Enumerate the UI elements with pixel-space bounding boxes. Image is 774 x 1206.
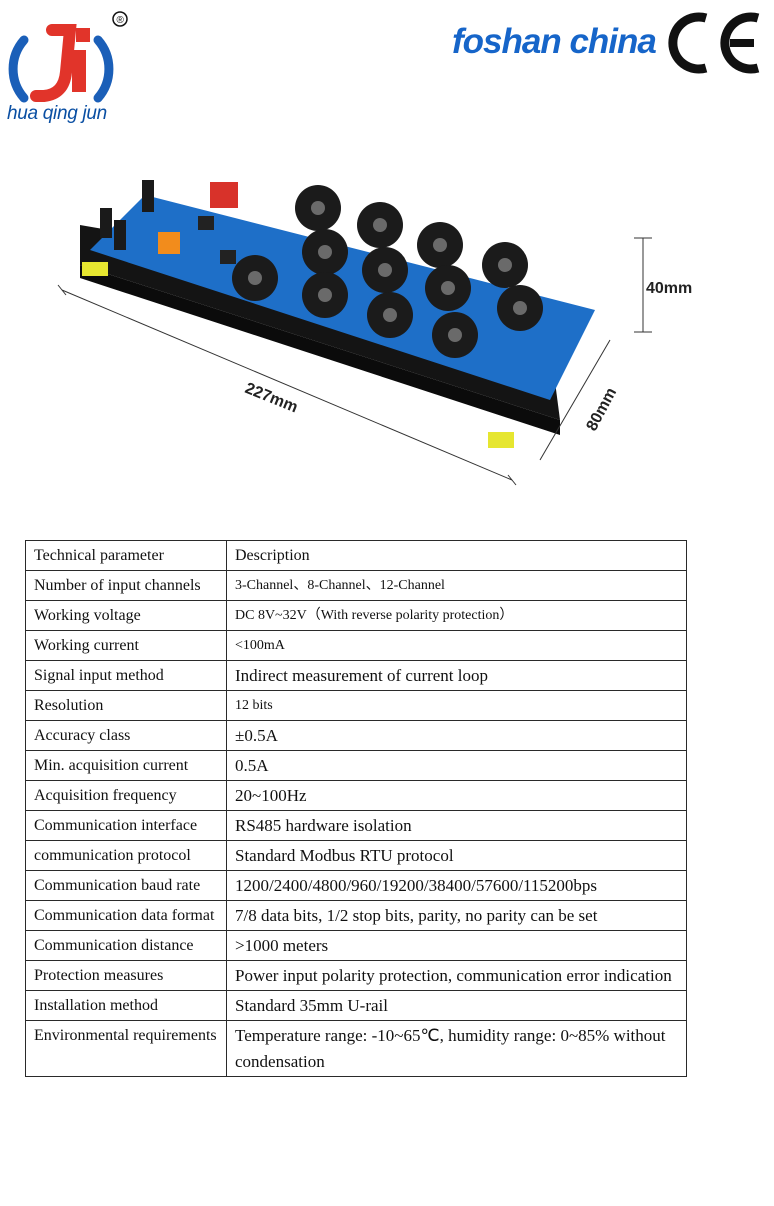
param-cell: Communication distance xyxy=(25,930,227,961)
terminal-block xyxy=(158,232,180,254)
param-cell: Accuracy class xyxy=(25,720,227,751)
registered-mark: ® xyxy=(117,15,125,26)
desc-cell: 20~100Hz xyxy=(226,780,687,811)
header-description: Description xyxy=(226,540,687,571)
param-cell: Communication interface xyxy=(25,810,227,841)
desc-cell: RS485 hardware isolation xyxy=(226,810,687,841)
table-row: Accuracy class±0.5A xyxy=(25,720,687,751)
desc-cell: Standard 35mm U-rail xyxy=(226,990,687,1021)
param-cell: Working voltage xyxy=(25,600,227,631)
param-cell: Signal input method xyxy=(25,660,227,691)
desc-cell: ±0.5A xyxy=(226,720,687,751)
param-cell: Working current xyxy=(25,630,227,661)
param-cell: Communication baud rate xyxy=(25,870,227,901)
product-illustration: 227mm 80mm 40mm xyxy=(57,180,692,486)
dimension-height: 40mm xyxy=(646,280,692,297)
ce-certification-mark: CE xyxy=(666,10,760,74)
desc-cell: Power input polarity protection, communi… xyxy=(226,960,687,991)
param-cell: Number of input channels xyxy=(25,570,227,601)
desc-cell: 12 bits xyxy=(226,690,687,721)
capacitor xyxy=(142,180,154,212)
mounting-foot xyxy=(488,432,514,448)
table-header-row: Technical parameter Description xyxy=(25,540,687,571)
dimension-length: 227mm xyxy=(243,380,301,416)
mounting-foot xyxy=(82,262,108,276)
param-cell: Environmental requirements xyxy=(25,1020,227,1077)
param-cell: Installation method xyxy=(25,990,227,1021)
ic-chip xyxy=(198,216,214,230)
desc-cell: >1000 meters xyxy=(226,930,687,961)
spec-table: Technical parameter Description Number o… xyxy=(25,540,687,1077)
dip-switch xyxy=(210,182,238,208)
desc-cell: Indirect measurement of current loop xyxy=(226,660,687,691)
table-row: Communication distance>1000 meters xyxy=(25,930,687,961)
param-cell: communication protocol xyxy=(25,840,227,871)
ce-mark-text: CE xyxy=(666,10,668,11)
desc-cell: 3-Channel、8-Channel、12-Channel xyxy=(226,570,687,601)
desc-cell: Temperature range: -10~65℃, humidity ran… xyxy=(226,1020,687,1077)
desc-cell: <100mA xyxy=(226,630,687,661)
desc-cell: 0.5A xyxy=(226,750,687,781)
header-parameter: Technical parameter xyxy=(25,540,227,571)
brand-tagline: hua qing jun xyxy=(7,103,107,124)
param-cell: Communication data format xyxy=(25,900,227,931)
param-cell: Min. acquisition current xyxy=(25,750,227,781)
desc-cell: 1200/2400/4800/960/19200/38400/57600/115… xyxy=(226,870,687,901)
param-cell: Acquisition frequency xyxy=(25,780,227,811)
brand-logo: ® xyxy=(8,11,128,103)
location-text: foshan china xyxy=(452,22,657,61)
param-cell: Protection measures xyxy=(25,960,227,991)
desc-cell: 7/8 data bits, 1/2 stop bits, parity, no… xyxy=(226,900,687,931)
capacitor xyxy=(114,220,126,250)
ic-chip xyxy=(220,250,236,264)
capacitor xyxy=(100,208,112,238)
dimension-width: 80mm xyxy=(584,385,621,434)
param-cell: Resolution xyxy=(25,690,227,721)
desc-cell: Standard Modbus RTU protocol xyxy=(226,840,687,871)
table-row: Working current<100mA xyxy=(25,630,687,661)
desc-cell: DC 8V~32V（With reverse polarity protecti… xyxy=(226,600,687,631)
